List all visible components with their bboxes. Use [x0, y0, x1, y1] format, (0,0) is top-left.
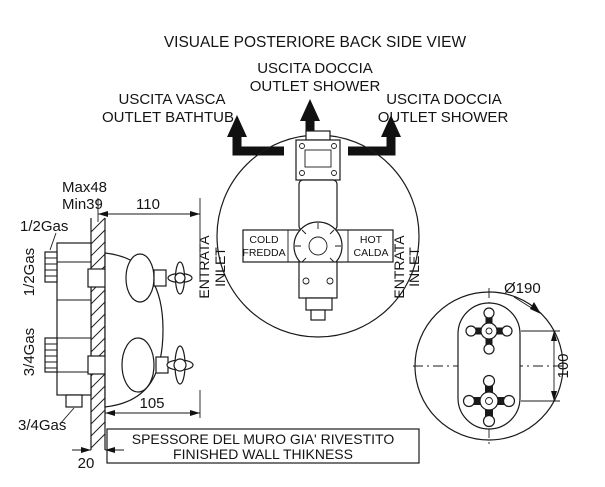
side-view-dimensions: Max48 Min39 110 105 20 1/2Gas 1/2Gas 3/4…: [18, 179, 201, 472]
diverter-handle-front: [465, 307, 513, 355]
cold-label-en: COLD: [249, 234, 279, 246]
inlet-left-label-it: ENTRATA: [196, 235, 212, 299]
port-label-top: 1/2Gas: [20, 218, 68, 235]
dim-width-105: 105: [139, 395, 164, 412]
arrow-up-left-icon: [227, 115, 247, 137]
dim-min-depth: Min39: [62, 196, 103, 213]
inlet-right-label-en: INLET: [406, 247, 422, 287]
hot-label-it: CALDA: [353, 247, 388, 259]
arrow-up-right-icon: [381, 115, 401, 137]
label-outlet-shower-top-it: USCITA DOCCIA: [257, 60, 373, 77]
dim-diameter: Ø190: [504, 280, 541, 297]
port-label-lower-side: 3/4Gas: [21, 328, 38, 376]
hot-label-en: HOT: [360, 234, 383, 246]
wall-hatching: [90, 217, 106, 449]
port-label-upper-side: 1/2Gas: [21, 248, 38, 296]
label-outlet-bathtub-it: USCITA VASCA: [119, 91, 226, 108]
side-view-drawing: [44, 217, 194, 450]
back-view-drawing: COLD FREDDA HOT CALDA: [216, 130, 420, 338]
label-outlet-shower-top-en: OUTLET SHOWER: [250, 78, 381, 95]
cold-label-it: FREDDA: [242, 247, 285, 259]
arrow-up-center-icon: [300, 99, 320, 121]
dim-width-110: 110: [136, 196, 160, 213]
wall-note-en: FINISHED WALL THIKNESS: [173, 446, 353, 462]
page-title: VISUALE POSTERIORE BACK SIDE VIEW: [164, 34, 467, 51]
inlet-right-label-it: ENTRATA: [391, 235, 407, 299]
dim-max-depth: Max48: [62, 179, 107, 196]
port-label-bottom: 3/4Gas: [18, 417, 66, 434]
dim-handle-distance: 100: [555, 353, 572, 378]
label-outlet-shower-right-it: USCITA DOCCIA: [386, 91, 502, 108]
front-view-drawing: Ø190 100: [413, 280, 572, 444]
wall-note-box: SPESSORE DEL MURO GIA' RIVESTITO FINISHE…: [106, 428, 420, 464]
temperature-handle-front: [462, 374, 516, 428]
wall-note-it: SPESSORE DEL MURO GIA' RIVESTITO: [132, 431, 395, 447]
label-outlet-bathtub-en: OUTLET BATHTUB: [102, 109, 234, 126]
outlet-flow-arrows: [227, 99, 401, 156]
label-outlet-shower-right-en: OUTLET SHOWER: [378, 109, 509, 126]
inlet-left-label-en: INLET: [212, 247, 228, 287]
dim-wall-20: 20: [78, 455, 95, 472]
